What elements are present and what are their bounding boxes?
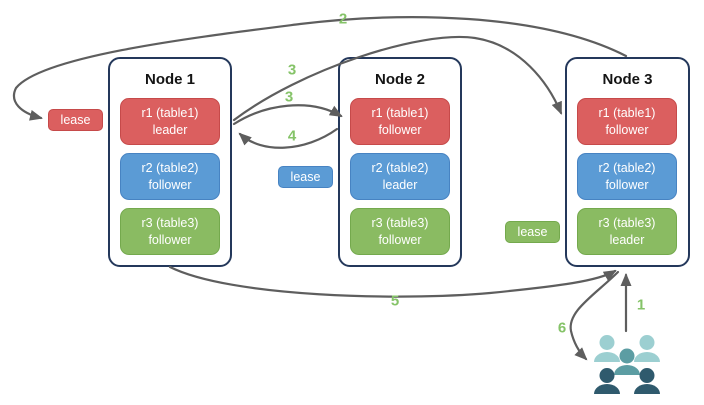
node2-replica-r3: r3 (table3) follower <box>350 208 450 255</box>
lease-badge-table1: lease <box>48 109 103 131</box>
lease-badge-table2: lease <box>278 166 333 188</box>
step-label-2: 2 <box>338 10 348 28</box>
replica-name: r1 (table1) <box>598 106 656 121</box>
replica-name: r3 (table3) <box>371 216 429 231</box>
step-label-4: 4 <box>287 127 297 145</box>
node-2: Node 2 r1 (table1) follower r2 (table2) … <box>338 57 462 267</box>
replica-role: follower <box>605 177 649 192</box>
node3-replica-r1: r1 (table1) follower <box>577 98 677 145</box>
replica-name: r2 (table2) <box>141 161 199 176</box>
lease-badge-table3: lease <box>505 221 560 243</box>
node3-replica-r2: r2 (table2) follower <box>577 153 677 200</box>
arrow-step-2-node3-to-lease <box>13 16 628 121</box>
step-label-6: 6 <box>557 319 567 337</box>
node3-replica-r3: r3 (table3) leader <box>577 208 677 255</box>
replica-name: r1 (table1) <box>141 106 199 121</box>
replica-role: leader <box>152 122 188 137</box>
node-1: Node 1 r1 (table1) leader r2 (table2) fo… <box>108 57 232 267</box>
replica-name: r3 (table3) <box>598 216 656 231</box>
node1-replica-r3: r3 (table3) follower <box>120 208 220 255</box>
replica-role: follower <box>148 177 192 192</box>
node1-replica-r2: r2 (table2) follower <box>120 153 220 200</box>
replica-role: follower <box>378 122 422 137</box>
replica-role: leader <box>609 232 645 247</box>
replica-role: leader <box>382 177 418 192</box>
replica-name: r1 (table1) <box>371 106 429 121</box>
node1-replica-r1: r1 (table1) leader <box>120 98 220 145</box>
replica-name: r2 (table2) <box>371 161 429 176</box>
replica-name: r3 (table3) <box>141 216 199 231</box>
arrow-step-3-node1-to-node2 <box>232 104 343 126</box>
node2-replica-r1: r1 (table1) follower <box>350 98 450 145</box>
step-label-5: 5 <box>390 292 400 310</box>
replica-name: r2 (table2) <box>598 161 656 176</box>
step-label-3b: 3 <box>284 88 294 106</box>
node-3: Node 3 r1 (table1) follower r2 (table2) … <box>565 57 690 267</box>
node-3-title: Node 3 <box>602 71 653 88</box>
node-1-title: Node 1 <box>144 71 195 88</box>
users-group-icon <box>594 335 660 394</box>
replica-role: follower <box>148 232 192 247</box>
replica-role: follower <box>605 122 649 137</box>
node-2-title: Node 2 <box>374 71 425 88</box>
step-label-1: 1 <box>636 296 646 314</box>
node2-replica-r2: r2 (table2) leader <box>350 153 450 200</box>
step-label-3a: 3 <box>287 61 297 79</box>
replica-role: follower <box>378 232 422 247</box>
